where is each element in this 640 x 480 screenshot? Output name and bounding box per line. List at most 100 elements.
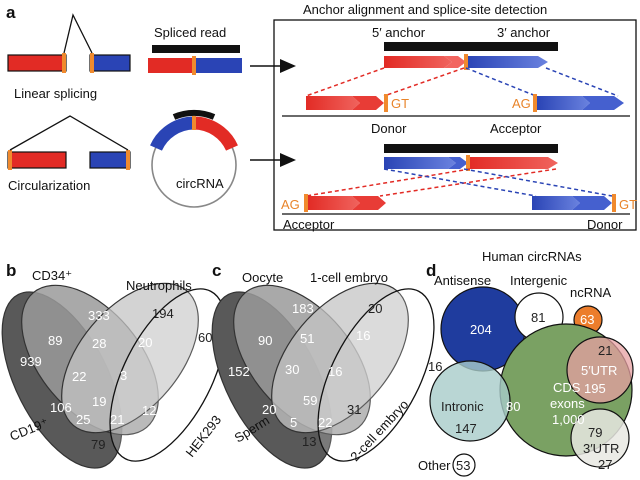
panel-label-b: b — [6, 261, 16, 280]
linear-splicing-label: Linear splicing — [14, 86, 97, 101]
label-antisense: Antisense — [434, 273, 491, 288]
venn-b-value: 939 — [20, 354, 42, 369]
venn-b-value: 106 — [50, 400, 72, 415]
value-intronic: 147 — [455, 421, 477, 436]
label-3utr: 3′UTR — [583, 441, 619, 456]
exon-blue — [89, 151, 131, 169]
label-other: Other — [418, 458, 451, 473]
junction-mark — [192, 116, 196, 130]
junction-mark — [464, 54, 468, 70]
bubble-intronic — [429, 360, 511, 442]
bubble-5utr — [566, 336, 634, 404]
venn-b-value: 12 — [142, 403, 156, 418]
value-intronic-cds: 80 — [506, 399, 520, 414]
linear-splicing-diagram: Linear splicing — [7, 13, 131, 101]
ellipse-hek293 — [109, 288, 227, 462]
arrow-top — [250, 59, 296, 73]
splice-site-mark — [8, 150, 12, 170]
value-5utr-only: 21 — [598, 343, 612, 358]
venn-c-value: 5 — [290, 415, 297, 430]
value-intergenic: 81 — [531, 310, 545, 325]
exon-blue — [89, 54, 131, 72]
anchor-blue — [466, 56, 548, 68]
venn-c-label-oocyte: Oocyte — [242, 270, 283, 285]
value-cds: 1,000 — [552, 412, 585, 427]
venn-c-value: 20 — [262, 402, 276, 417]
venn-c-label-1cell: 1-cell embryo — [310, 270, 388, 285]
venn-c-value: 16 — [328, 364, 342, 379]
value-3utr-only: 27 — [598, 457, 612, 472]
label-intronic: Intronic — [441, 399, 484, 414]
ellipse-2cell — [317, 288, 435, 462]
donor-label-top: Donor — [371, 121, 407, 136]
ellipse-neutrophils — [61, 282, 199, 434]
spliced-read-label: Spliced read — [154, 25, 226, 40]
exon-blue — [194, 58, 242, 73]
splice-site-mark — [62, 53, 66, 73]
five-prime-anchor-label: 5′ anchor — [372, 25, 426, 40]
value-5utr-cds: 195 — [584, 381, 606, 396]
value-antisense: 204 — [470, 322, 492, 337]
spliced-read-diagram: Spliced read — [148, 25, 242, 75]
venn-c-value: 16 — [428, 359, 442, 374]
venn-b-value: 21 — [110, 412, 124, 427]
panel-label-d: d — [426, 261, 436, 280]
venn-c-value: 31 — [347, 402, 361, 417]
venn-b-value: 28 — [92, 336, 106, 351]
anchor-alignment-box: Anchor alignment and splice-site detecti… — [273, 2, 637, 232]
value-ncrna: 63 — [580, 312, 594, 327]
label-intergenic: Intergenic — [510, 273, 568, 288]
splice-site-mark — [90, 53, 94, 73]
anchor-red — [384, 56, 452, 68]
venn-b-value: 19 — [92, 394, 106, 409]
venn-b-value: 89 — [48, 333, 62, 348]
junction-mark — [192, 56, 196, 75]
venn-c-value: 13 — [302, 434, 316, 449]
three-prime-anchor-label: 3′ anchor — [497, 25, 551, 40]
back-splice-line — [9, 115, 129, 151]
exon-red — [148, 58, 194, 73]
venn-c-value: 183 — [292, 301, 314, 316]
donor-label-bottom: Donor — [587, 217, 623, 232]
exon-red — [7, 54, 67, 72]
label-5utr: 5′UTR — [581, 363, 617, 378]
panel-label-a: a — [6, 3, 16, 22]
value-3utr-cds: 79 — [588, 425, 602, 440]
venn-c-value: 59 — [303, 393, 317, 408]
label-cds-line1: CDS — [553, 380, 581, 395]
venn-b-value: 79 — [91, 437, 105, 452]
venn-b-value: 22 — [72, 369, 86, 384]
circularization-label: Circularization — [8, 178, 90, 193]
panel-d-title: Human circRNAs — [482, 249, 582, 264]
venn-c: Oocyte 1-cell embryo Sperm 2-cell embryo… — [211, 270, 442, 469]
label-cds-line2: exons — [550, 396, 585, 411]
gt-label-top: GT — [391, 96, 409, 111]
gt-label-bottom: GT — [619, 197, 637, 212]
bubble-other — [452, 453, 476, 477]
label-ncrna: ncRNA — [570, 285, 612, 300]
acceptor-label-top: Acceptor — [490, 121, 542, 136]
read-arc — [172, 109, 216, 120]
circularization-diagram: Circularization — [7, 115, 131, 193]
venn-b-value: 333 — [88, 308, 110, 323]
acceptor-label-bottom: Acceptor — [283, 217, 335, 232]
venn-c-value: 22 — [318, 415, 332, 430]
exon-red-arc — [193, 116, 238, 151]
venn-b: CD34⁺ Neutrophils CD19⁺ HEK293 939 333 1… — [1, 268, 227, 469]
venn-b-value: 25 — [76, 412, 90, 427]
venn-b-value: 194 — [152, 306, 174, 321]
venn-b-value: 60 — [198, 330, 212, 345]
venn-c-value: 16 — [356, 328, 370, 343]
venn-b-label-cd34: CD34⁺ — [32, 268, 72, 283]
value-other: 53 — [456, 458, 470, 473]
exon-blue-arc — [150, 116, 195, 151]
venn-c-value: 51 — [300, 331, 314, 346]
venn-b-label-neutrophils: Neutrophils — [126, 278, 192, 293]
exon-red — [7, 151, 67, 169]
venn-c-value: 90 — [258, 333, 272, 348]
bubble-3utr — [570, 408, 630, 468]
ag-label-top: AG — [512, 96, 531, 111]
arrow-bottom — [250, 153, 296, 167]
